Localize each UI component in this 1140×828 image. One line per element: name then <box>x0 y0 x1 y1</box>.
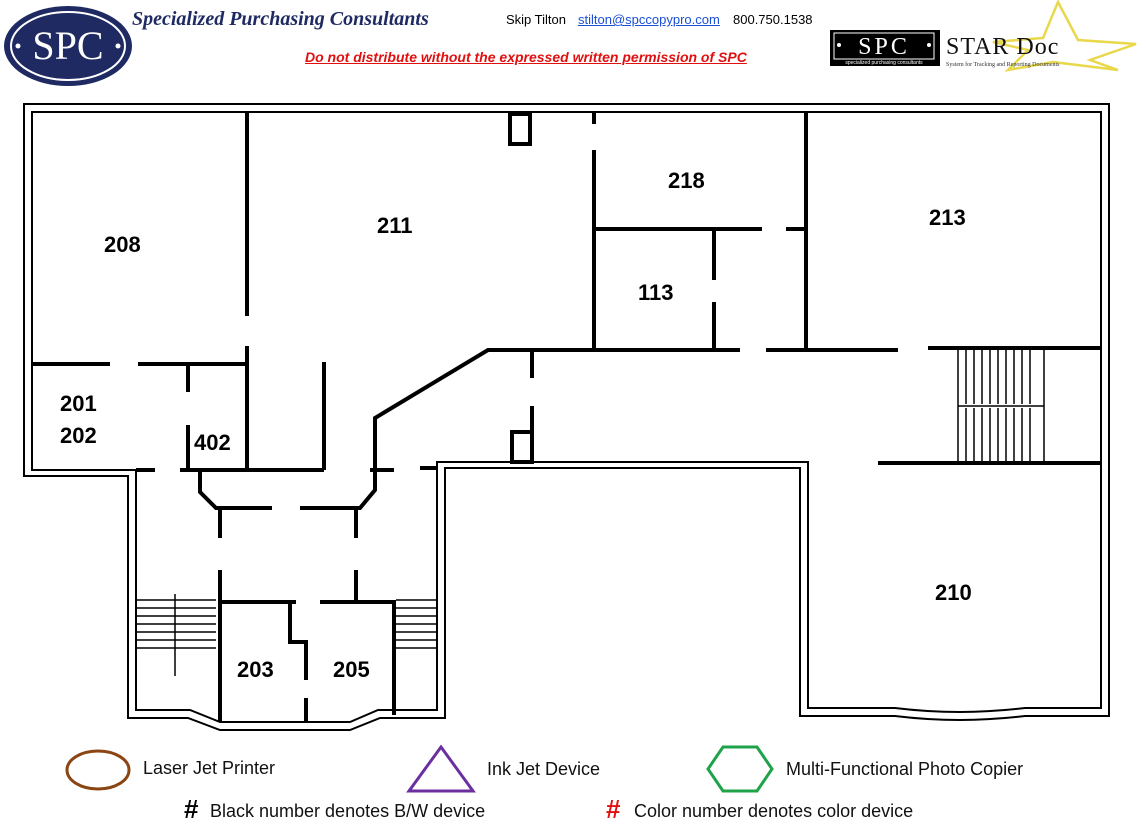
room-203: 203 <box>237 657 274 682</box>
bw-hash-symbol: # <box>184 794 199 824</box>
spc-logo-text: SPC <box>32 23 103 68</box>
wall <box>288 602 308 680</box>
contact-name: Skip Tilton <box>506 12 566 27</box>
spc-logo: SPC <box>4 6 132 86</box>
contact-email-link[interactable]: stilton@spccopypro.com <box>578 12 720 27</box>
column <box>508 112 532 146</box>
star-doc-logo: SPC specialized purchasing consultants S… <box>830 0 1137 72</box>
room-205: 205 <box>333 657 370 682</box>
room-211: 211 <box>377 213 413 238</box>
wall <box>300 470 377 510</box>
legend-laser-label: Laser Jet Printer <box>143 758 276 778</box>
laser-printer-icon <box>65 749 131 791</box>
wall <box>373 348 740 470</box>
company-name: Specialized Purchasing Consultants <box>132 8 429 30</box>
room-201: 201 <box>60 391 97 416</box>
wall <box>198 470 272 510</box>
outer-wall <box>23 103 1110 731</box>
stairs-left <box>136 599 216 649</box>
star-doc-spc-subtitle: specialized purchasing consultants <box>845 60 923 66</box>
mfp-hexagon-icon <box>706 745 774 793</box>
legend-inkjet-label: Ink Jet Device <box>487 759 601 779</box>
outer-wall-inner <box>31 111 1102 723</box>
inkjet-triangle-icon <box>406 744 476 793</box>
star-shape-icon <box>992 0 1137 72</box>
star-doc-spc-text: SPC <box>858 34 910 60</box>
room-210: 210 <box>935 580 972 605</box>
color-hash-symbol: # <box>606 794 621 824</box>
room-218: 218 <box>668 168 705 193</box>
room-213: 213 <box>929 205 966 230</box>
distribution-notice: Do not distribute without the expressed … <box>305 49 747 65</box>
room-402: 402 <box>194 430 231 455</box>
stairs-right <box>957 347 1045 465</box>
room-202: 202 <box>60 423 97 448</box>
legend-color-label: Color number denotes color device <box>634 801 914 821</box>
room-208: 208 <box>104 232 141 257</box>
contact-phone: 800.750.1538 <box>733 12 813 27</box>
column <box>510 430 534 464</box>
legend-mfp-label: Multi-Functional Photo Copier <box>786 759 1024 779</box>
star-doc-title: STAR Doc <box>946 34 1059 60</box>
room-113: 113 <box>638 280 674 305</box>
stairs-center <box>396 599 437 649</box>
legend-bw-label: Black number denotes B/W device <box>210 801 486 821</box>
star-doc-subtitle: System for Tracking and Reporting Docume… <box>946 61 1060 68</box>
